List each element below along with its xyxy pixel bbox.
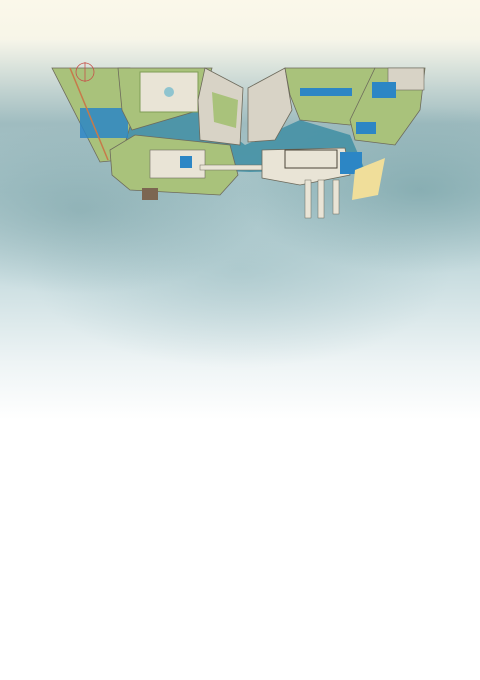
- terminal-building: [284, 149, 338, 169]
- pier-2: [317, 179, 325, 219]
- southwest-pool: [180, 156, 192, 168]
- pier-1: [304, 179, 312, 219]
- west-road: [69, 67, 109, 161]
- far-east-pool-2: [356, 122, 376, 134]
- beach: [352, 158, 385, 200]
- jetty-grid: [142, 188, 158, 200]
- pier-3: [332, 179, 340, 215]
- compass-rose-icon: [75, 62, 95, 82]
- garden-fountain: [164, 87, 174, 97]
- central-green-strip: [212, 92, 238, 128]
- west-pools: [80, 108, 128, 138]
- terminal-pools: [340, 152, 362, 174]
- southwest-complex: [149, 149, 206, 179]
- far-east-pool: [372, 82, 396, 98]
- terminal-district: [261, 147, 351, 186]
- far-east-building: [387, 67, 425, 91]
- central-north-district-east: [247, 67, 293, 143]
- east-canal: [300, 88, 352, 96]
